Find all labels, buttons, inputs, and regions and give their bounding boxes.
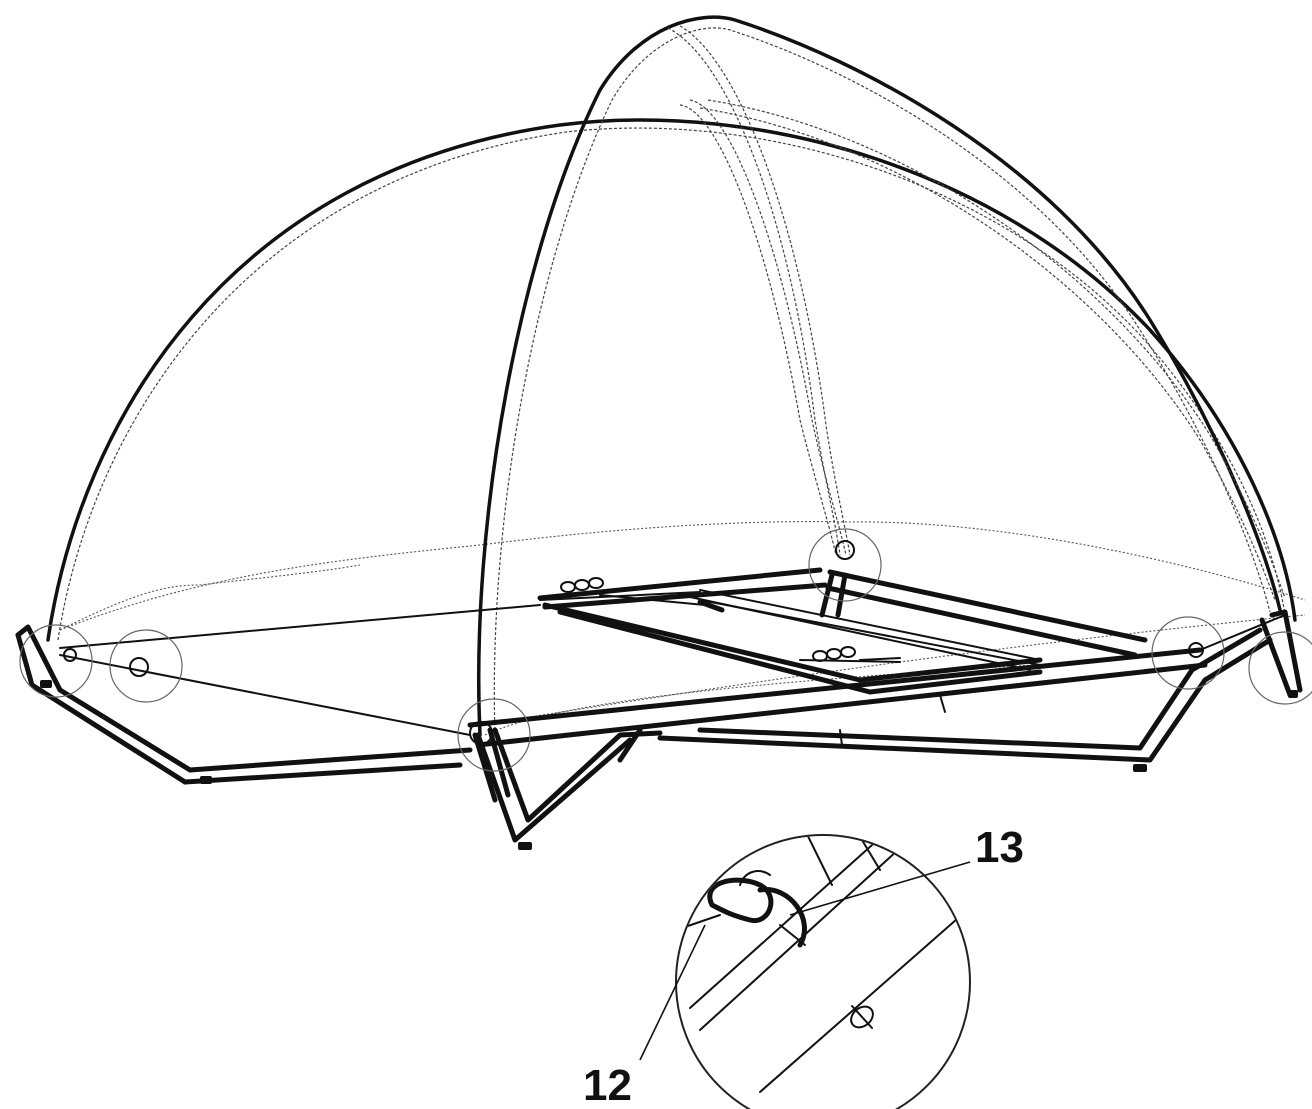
leader-13 [789, 861, 971, 916]
joint-detail-rings [19, 528, 1312, 772]
zoom-detail-contents [681, 836, 969, 1093]
leader-12 [639, 924, 706, 1061]
chain-bundle-front [799, 646, 901, 663]
callout-leaders [639, 861, 971, 1061]
zoom-detail [675, 834, 971, 1109]
rear-dome-pole [46, 118, 1297, 642]
joint-knobs [63, 540, 1204, 745]
front-arch-pole [476, 15, 1282, 737]
inner-hidden-poles [667, 25, 1286, 601]
suspension-straps [59, 599, 1286, 736]
frame-feet [40, 680, 1298, 850]
chain-bundle-rear [539, 577, 725, 613]
base-frame [15, 567, 1303, 843]
callout-12: 12 [583, 1061, 632, 1109]
callout-13: 13 [975, 823, 1024, 872]
zoom-detail-circle [675, 834, 971, 1109]
